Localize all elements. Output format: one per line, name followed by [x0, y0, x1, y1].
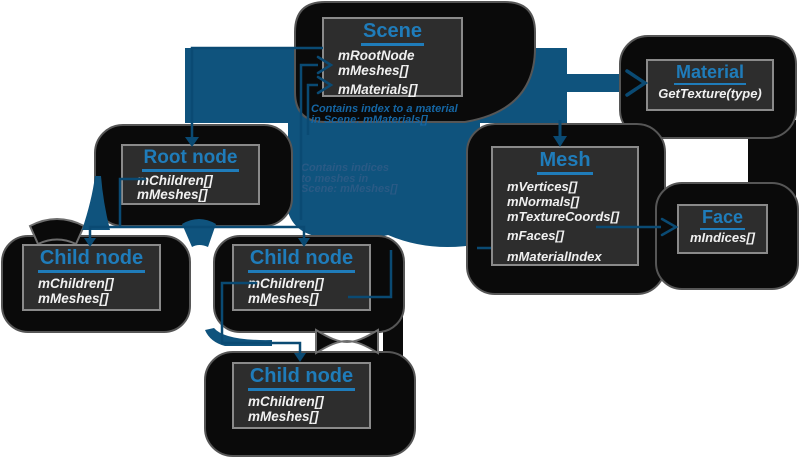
field-child-bottom-mchildren: mChildren[]: [248, 394, 324, 409]
box-title-face: Face: [679, 208, 766, 230]
note-mesh-line2: to meshes in: [301, 172, 369, 185]
field-mrootnode: mRootNode: [338, 48, 415, 63]
child-bottom-title-text: Child node: [247, 366, 356, 391]
material-title-text: Material: [673, 63, 747, 85]
root-title-text: Root node: [141, 148, 240, 172]
field-mtexturecoords: mTextureCoords[]: [507, 209, 620, 224]
field-child-bottom-mmeshes: mMeshes[]: [248, 409, 319, 424]
field-mfaces: mFaces[]: [507, 228, 565, 243]
box-title-scene: Scene: [324, 21, 461, 46]
box-title-child-left: Child node: [24, 248, 159, 273]
field-mvertices: mVertices[]: [507, 179, 578, 194]
field-mindices: mIndices[]: [689, 229, 755, 245]
note-mesh-line3: Scene: mMeshes[]: [301, 183, 398, 195]
child-left-title-text: Child node: [37, 248, 146, 273]
scene-title-text: Scene: [361, 21, 424, 46]
class-box-scene: Scene mRootNode mMeshes[] mMaterials[]: [322, 17, 463, 97]
field-root-mmeshes: mMeshes[]: [137, 186, 208, 202]
face-title-text: Face: [699, 208, 746, 230]
note-material-index: Contains index to a material in Scene: m…: [311, 104, 458, 125]
pinch-mid-to-bottom-child: [315, 328, 379, 355]
field-mmaterialindex: mMaterialIndex: [507, 249, 602, 264]
field-child-left-mmeshes: mMeshes[]: [38, 291, 109, 306]
field-mmaterials: mMaterials[]: [338, 82, 418, 97]
box-title-mesh: Mesh: [493, 150, 637, 175]
pinch-root-to-left-child: [28, 218, 86, 246]
class-box-child-mid: Child node mChildren[] mMeshes[]: [232, 244, 371, 311]
note-material-line2: in Scene: mMaterials[]: [311, 113, 428, 126]
class-box-mesh: Mesh mVertices[] mNormals[] mTextureCoor…: [491, 146, 639, 266]
field-root-mchildren: mChildren[]: [137, 172, 213, 188]
class-box-child-left: Child node mChildren[] mMeshes[]: [22, 244, 161, 311]
box-title-child-mid: Child node: [234, 248, 369, 273]
field-child-mid-mmeshes: mMeshes[]: [248, 291, 319, 306]
class-box-face: Face mIndices[]: [677, 204, 768, 254]
class-box-material: Material GetTexture(type): [646, 59, 774, 111]
box-title-root: Root node: [123, 148, 258, 172]
field-scene-mmeshes: mMeshes[]: [338, 63, 409, 78]
mesh-title-text: Mesh: [537, 150, 593, 175]
class-box-root-node: Root node mChildren[] mMeshes[]: [121, 144, 260, 205]
box-title-child-bottom: Child node: [234, 366, 369, 391]
class-box-child-bottom: Child node mChildren[] mMeshes[]: [232, 362, 371, 429]
field-gettexture: GetTexture(type): [658, 85, 762, 101]
field-child-mid-mchildren: mChildren[]: [248, 276, 324, 291]
note-material-line1: Contains index to a material: [311, 103, 458, 115]
note-mesh-line1: Contains indices: [301, 162, 390, 174]
field-child-left-mchildren: mChildren[]: [38, 276, 114, 291]
box-title-material: Material: [648, 63, 772, 85]
wedge-root-to-mid-child: [182, 219, 216, 247]
note-mesh-indices: Contains indices to meshes in Scene: mMe…: [301, 163, 398, 195]
child-mid-title-text: Child node: [247, 248, 356, 273]
field-mnormals: mNormals[]: [507, 194, 580, 209]
